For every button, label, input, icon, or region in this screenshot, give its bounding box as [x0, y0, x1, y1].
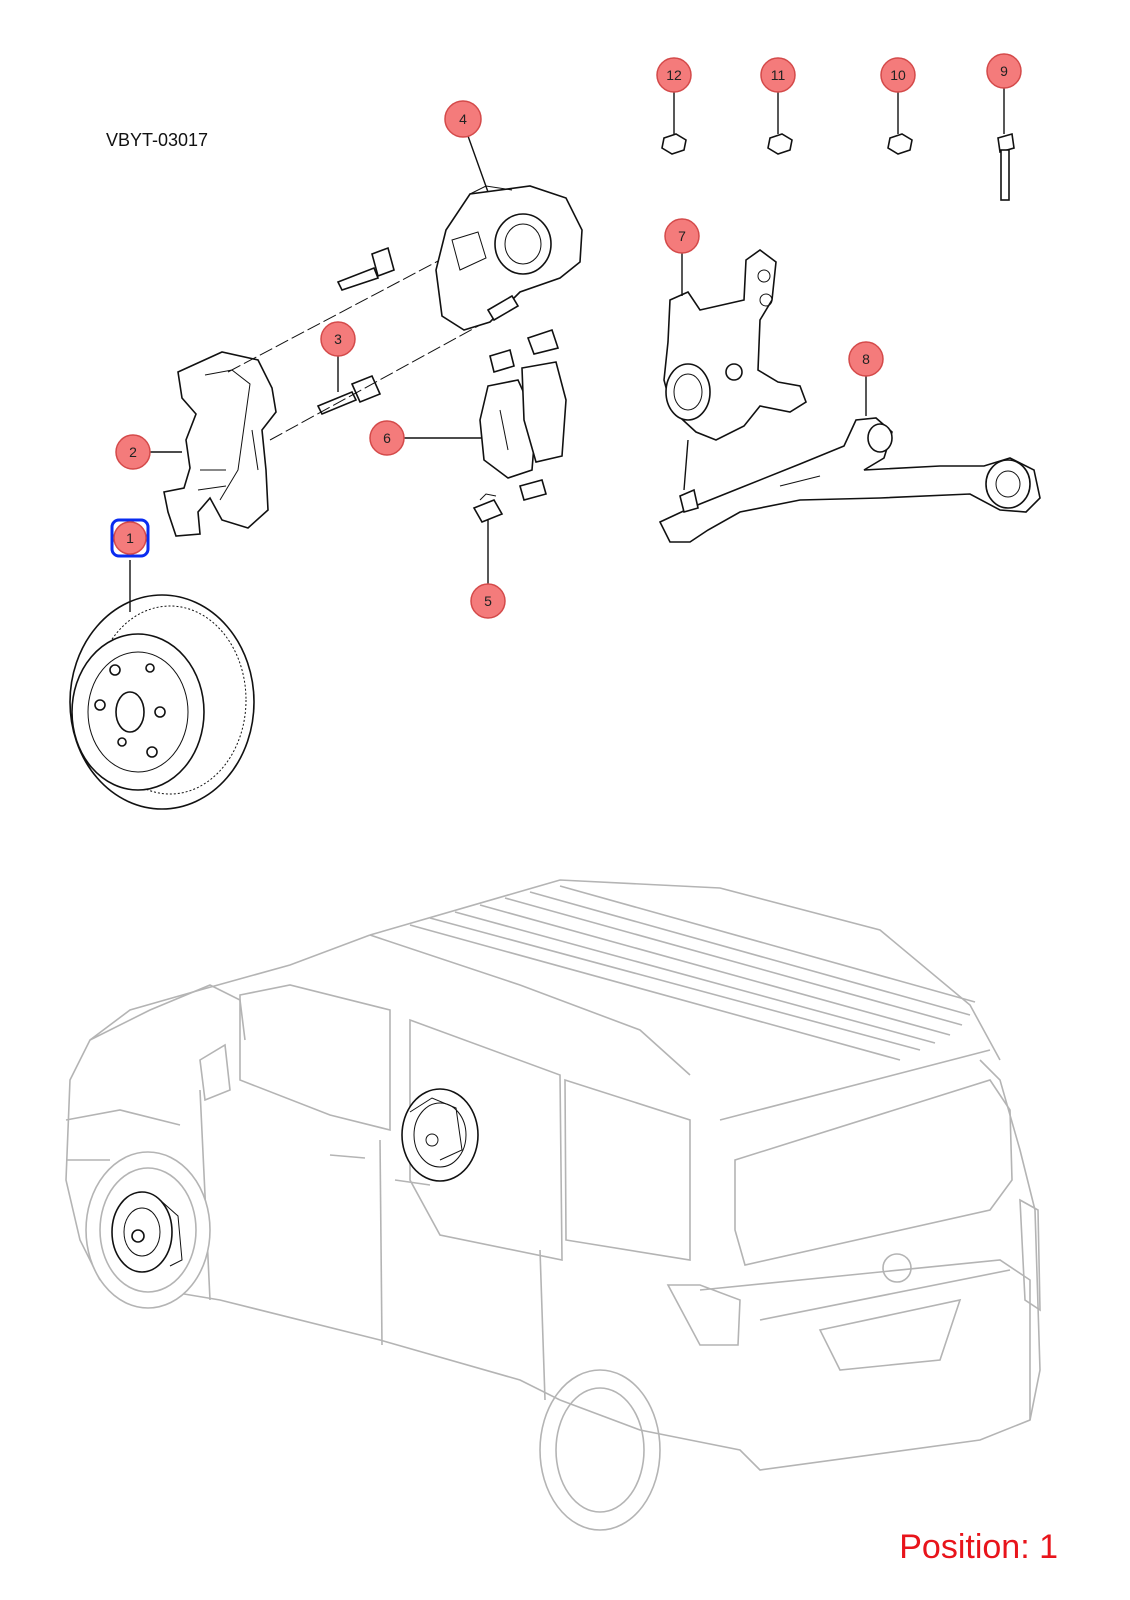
position-indicator: Position: 1: [899, 1528, 1058, 1566]
callout-label: 12: [666, 67, 682, 83]
diagram-code: VBYT-03017: [106, 130, 209, 150]
callout-label: 7: [678, 228, 686, 244]
callout-4[interactable]: 4: [444, 100, 482, 138]
callout-7[interactable]: 7: [664, 218, 700, 254]
callout-6[interactable]: 6: [369, 420, 405, 456]
callout-label: 9: [1000, 63, 1008, 79]
caliper-bracket-part[interactable]: [163, 351, 277, 537]
brake-location-front: [111, 1191, 183, 1273]
callout-selection-highlight: [110, 518, 150, 558]
callout-5[interactable]: 5: [470, 583, 506, 619]
bolt-part[interactable]: [997, 132, 1015, 201]
callout-9[interactable]: 9: [986, 53, 1022, 89]
steering-knuckle-part[interactable]: [663, 249, 807, 441]
callout-label: 3: [334, 331, 342, 347]
callout-3[interactable]: 3: [320, 321, 356, 357]
vehicle-location-illustration: [65, 879, 1041, 1531]
callout-label: 5: [484, 593, 492, 609]
callout-label: 11: [771, 67, 786, 83]
callout-label: 1: [126, 530, 134, 546]
callout-2[interactable]: 2: [115, 434, 151, 470]
guide-pin-upper: [336, 246, 395, 291]
callout-11[interactable]: 11: [760, 57, 796, 93]
callout-label: 4: [459, 111, 467, 127]
callout-12[interactable]: 12: [656, 57, 692, 93]
callout-1[interactable]: 1: [110, 518, 150, 558]
pad-clip-part[interactable]: [472, 493, 504, 524]
callout-8[interactable]: 8: [848, 341, 884, 377]
leader-lines: [129, 88, 1005, 612]
callout-label: 8: [862, 351, 870, 367]
nut-part-10[interactable]: [887, 133, 913, 155]
nut-part-12[interactable]: [661, 133, 687, 155]
nut-part-11[interactable]: [767, 133, 793, 155]
callout-label: 10: [890, 67, 906, 83]
brake-caliper-part[interactable]: [435, 185, 583, 331]
callout-label: 2: [129, 444, 137, 460]
callout-10[interactable]: 10: [880, 57, 916, 93]
brake-disc-part[interactable]: [69, 594, 255, 810]
brake-pad-set-part[interactable]: [479, 328, 567, 501]
lower-control-arm-part[interactable]: [658, 417, 1041, 543]
brake-location-rear: [401, 1088, 479, 1182]
callout-label: 6: [383, 430, 391, 446]
